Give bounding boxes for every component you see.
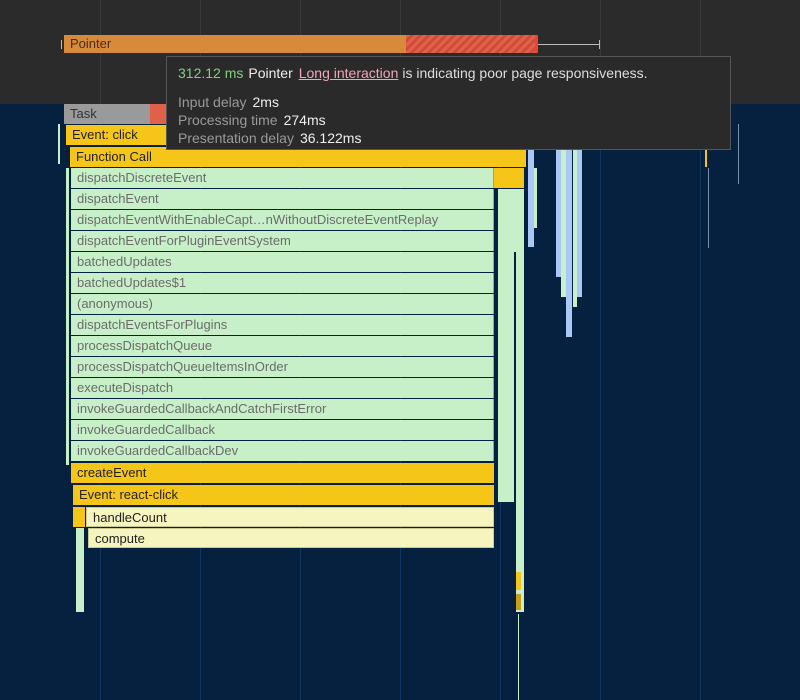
small-frame bbox=[518, 614, 519, 700]
sliver bbox=[66, 168, 69, 465]
small-frame bbox=[516, 594, 521, 610]
stack-frame[interactable]: processDispatchQueueItemsInOrder bbox=[71, 357, 494, 377]
long-task-marker bbox=[150, 104, 166, 124]
stack-frame[interactable]: invokeGuardedCallbackAndCatchFirstError bbox=[71, 399, 494, 419]
flame-chart: Task Event: click Function Call dispatch… bbox=[0, 104, 800, 700]
stack-frame[interactable]: dispatchEvent bbox=[71, 189, 494, 209]
detail-value: 274ms bbox=[283, 112, 326, 128]
processing-time-row: Processing time 274ms bbox=[178, 112, 326, 128]
long-interaction-marker bbox=[535, 35, 538, 53]
small-frame bbox=[556, 147, 561, 277]
tooltip-interaction-name: Pointer bbox=[248, 65, 293, 81]
interaction-start-tick bbox=[61, 40, 62, 49]
presentation-whisker bbox=[538, 44, 600, 45]
stack-frame[interactable]: dispatchEventsForPlugins bbox=[71, 315, 494, 335]
stack-frame[interactable]: batchedUpdates$1 bbox=[71, 273, 494, 293]
stack-frame[interactable]: dispatchEventForPluginEventSystem bbox=[71, 231, 494, 251]
detail-value: 36.122ms bbox=[299, 130, 362, 146]
small-frame bbox=[573, 147, 577, 307]
stack-frame[interactable]: dispatchDiscreteEvent bbox=[71, 168, 494, 188]
event-click-bar[interactable]: Event: click bbox=[66, 125, 166, 145]
detail-value: 2ms bbox=[252, 94, 279, 110]
grid-line bbox=[600, 0, 601, 104]
stack-frame[interactable]: processDispatchQueue bbox=[71, 336, 494, 356]
tooltip-duration: 312.12 ms bbox=[178, 65, 244, 81]
small-frame bbox=[534, 168, 537, 228]
react-click-bar[interactable]: Event: react-click bbox=[73, 485, 494, 505]
small-frame bbox=[561, 147, 566, 297]
small-frame bbox=[708, 168, 709, 248]
interaction-label: Pointer bbox=[70, 36, 112, 51]
small-frame bbox=[705, 147, 707, 167]
compute-bar[interactable]: compute bbox=[88, 528, 494, 548]
detail-label: Processing time bbox=[178, 112, 278, 128]
stack-frame[interactable]: executeDispatch bbox=[71, 378, 494, 398]
small-frame bbox=[498, 231, 524, 252]
small-frame bbox=[516, 252, 524, 612]
grid-line bbox=[700, 0, 701, 104]
small-frame bbox=[498, 252, 514, 502]
tooltip-message: is indicating poor page responsiveness. bbox=[402, 65, 648, 81]
small-event-slice bbox=[73, 507, 85, 527]
stack-frame[interactable]: batchedUpdates bbox=[71, 252, 494, 272]
small-frame bbox=[577, 147, 582, 297]
stack-frame[interactable]: (anonymous) bbox=[71, 294, 494, 314]
small-frame bbox=[498, 210, 524, 231]
long-interaction-link[interactable]: Long interaction bbox=[298, 65, 399, 81]
small-frame bbox=[738, 124, 739, 184]
grid-line bbox=[700, 104, 701, 700]
task-bar[interactable]: Task bbox=[64, 104, 165, 124]
small-frame bbox=[528, 147, 534, 247]
handle-count-bar[interactable]: handleCount bbox=[86, 507, 494, 527]
stack-frame[interactable]: invokeGuardedCallbackDev bbox=[71, 441, 494, 461]
small-frame bbox=[566, 147, 572, 337]
pointer-interaction-bar[interactable]: Pointer bbox=[64, 35, 538, 53]
small-frame bbox=[516, 572, 521, 590]
create-event-bar[interactable]: createEvent bbox=[71, 463, 494, 483]
detail-label: Presentation delay bbox=[178, 130, 294, 146]
sliver bbox=[76, 528, 84, 612]
detail-label: Input delay bbox=[178, 94, 247, 110]
stack-frame[interactable]: invokeGuardedCallback bbox=[71, 420, 494, 440]
interaction-end-tick bbox=[599, 40, 600, 49]
sliver bbox=[58, 124, 60, 164]
stack-frame[interactable]: dispatchEventWithEnableCapt…nWithoutDisc… bbox=[71, 210, 494, 230]
small-frame bbox=[494, 168, 524, 188]
function-call-bar[interactable]: Function Call bbox=[70, 147, 526, 167]
input-delay-row: Input delay 2ms bbox=[178, 94, 279, 110]
presentation-delay-row: Presentation delay 36.122ms bbox=[178, 130, 361, 146]
grid-line bbox=[600, 104, 601, 700]
long-interaction-hatch bbox=[406, 35, 538, 53]
small-frame bbox=[498, 189, 524, 210]
